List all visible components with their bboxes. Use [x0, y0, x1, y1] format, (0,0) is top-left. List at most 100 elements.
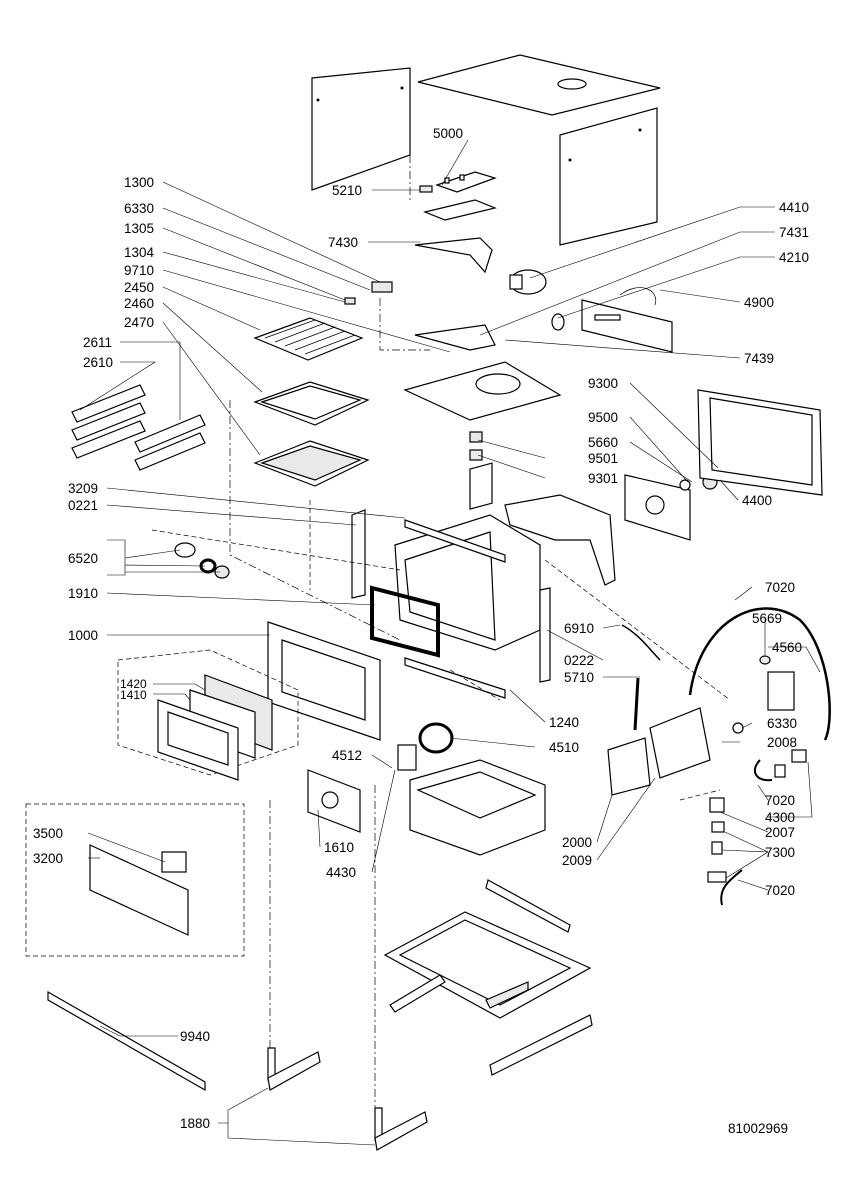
fan-nut [679, 479, 691, 491]
door-inner-assembly [117, 649, 299, 781]
baking-tray [253, 381, 370, 426]
callout-9301: 9301 [588, 471, 618, 486]
air-duct-lower [414, 324, 496, 351]
callout-4560: 4560 [772, 640, 802, 655]
callout-5660: 5660 [588, 435, 618, 450]
callout-1304: 1304 [124, 245, 155, 260]
callout-4430: 4430 [326, 865, 356, 880]
rail-top [485, 879, 571, 933]
wiring-bracket [581, 287, 673, 353]
callout-2450: 2450 [124, 280, 154, 295]
callout-6910: 6910 [564, 621, 594, 636]
control-board [435, 171, 497, 193]
callout-6330-b: 6330 [767, 716, 797, 731]
base-frame [383, 911, 592, 1019]
callout-3200: 3200 [33, 851, 63, 866]
callout-4900: 4900 [744, 295, 774, 310]
callout-3500: 3500 [33, 826, 63, 841]
callout-6520: 6520 [68, 551, 98, 566]
callout-2007: 2007 [765, 825, 795, 840]
lamp-holder [551, 313, 565, 331]
callout-0221: 0221 [68, 498, 98, 513]
callout-1910: 1910 [68, 586, 98, 601]
callout-7020-a: 7020 [765, 580, 795, 595]
callout-5210: 5210 [332, 183, 362, 198]
callout-7020-b: 7020 [765, 793, 795, 808]
callout-7431: 7431 [779, 225, 809, 240]
callout-2008: 2008 [767, 735, 797, 750]
fan-motor [509, 269, 547, 295]
oven-door-frame [267, 621, 381, 741]
callout-2460: 2460 [124, 296, 154, 311]
callout-5000: 5000 [433, 126, 463, 141]
side-strip-right [539, 587, 551, 683]
callout-3209: 3209 [68, 481, 98, 496]
guide-lines [229, 75, 430, 1108]
magnetron-ring [397, 722, 454, 771]
callout-5710: 5710 [564, 670, 594, 685]
callout-1420: 1420 [120, 677, 147, 691]
grill-tray [253, 440, 370, 487]
base-tray [409, 759, 546, 856]
callout-9300: 9300 [588, 376, 618, 391]
callout-1305: 1305 [124, 221, 154, 236]
shelf-support-left-rear [134, 414, 206, 471]
callout-2470: 2470 [124, 315, 154, 330]
top-grill-element-parts [344, 281, 393, 305]
callout-1610: 1610 [324, 840, 354, 855]
antenna-cable-right [688, 607, 831, 741]
callout-7439: 7439 [744, 351, 774, 366]
callout-1240: 1240 [549, 715, 579, 730]
cavity-cover-upper [504, 494, 616, 586]
callout-7430: 7430 [328, 235, 358, 250]
wiring-lead [621, 624, 661, 661]
leader-lines [79, 139, 821, 1146]
cabinet-left-side-panel [311, 67, 411, 191]
rail-bottom [489, 1014, 593, 1076]
drawing-number: 81002969 [728, 1121, 788, 1136]
callout-2611: 2611 [83, 335, 112, 350]
callout-1000: 1000 [68, 628, 98, 643]
callout-4510: 4510 [549, 740, 579, 755]
sensor-rod [633, 677, 640, 731]
callout-1880: 1880 [180, 1116, 210, 1131]
callout-6330: 6330 [124, 201, 154, 216]
wire-rack [253, 317, 364, 361]
callout-2610: 2610 [83, 355, 113, 370]
air-duct-upper [414, 237, 493, 274]
bottom-strip [404, 657, 506, 699]
callout-9940: 9940 [180, 1029, 210, 1044]
oven-roof-plate [403, 361, 562, 421]
callout-5669: 5669 [752, 611, 782, 626]
board-connector [419, 185, 433, 193]
callout-1300: 1300 [124, 175, 154, 190]
callout-2009: 2009 [562, 853, 592, 868]
fan-cover [624, 474, 691, 541]
guide-lines-2 [151, 500, 731, 801]
callout-7300: 7300 [765, 845, 795, 860]
capacitor [759, 655, 795, 711]
side-strip-left [351, 509, 366, 599]
callout-4300: 4300 [765, 810, 795, 825]
control-panel-box [25, 803, 245, 957]
cabinet-right-side-panel [559, 107, 658, 246]
callout-2000: 2000 [562, 835, 592, 850]
foot-right [374, 1107, 428, 1151]
callout-9501: 9501 [588, 451, 618, 466]
callout-4410: 4410 [779, 200, 809, 215]
oven-cavity [394, 462, 541, 651]
knob-assembly [174, 542, 230, 579]
control-panel [89, 844, 189, 936]
callout-1410: 1410 [120, 688, 147, 702]
callout-7020-c: 7020 [765, 883, 795, 898]
transformer-box [607, 707, 711, 796]
rear-housing [697, 389, 823, 496]
callout-4210: 4210 [779, 250, 809, 265]
callout-4400: 4400 [742, 493, 772, 508]
callout-9710: 9710 [124, 263, 154, 278]
board-tray [423, 199, 497, 221]
cabinet-top-panel [417, 54, 661, 116]
fan-housing [307, 769, 361, 833]
callout-4512: 4512 [332, 748, 362, 763]
